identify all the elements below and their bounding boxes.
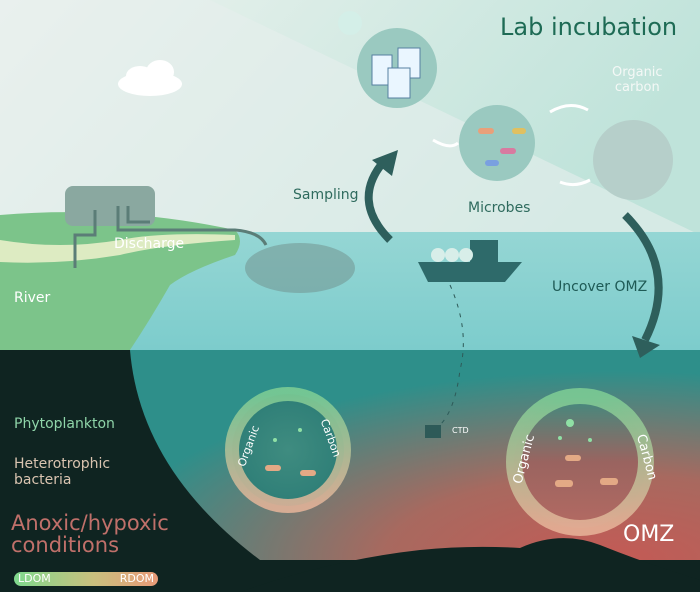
- sample-icon: [338, 11, 362, 35]
- sampling-arrow: [364, 157, 393, 243]
- cycle-circle-right: [514, 396, 646, 528]
- ctd-icon: [425, 425, 441, 438]
- light-beam: [0, 0, 700, 235]
- cycle-circle-left: [232, 394, 344, 506]
- rdom-label: RDOM: [119, 572, 154, 585]
- factory: [65, 186, 155, 226]
- microbes-label: Microbes: [468, 200, 531, 216]
- ctd-label: CTD: [452, 426, 469, 435]
- organic-carbon-circle: [593, 120, 673, 200]
- discharge-plume: [245, 243, 355, 293]
- lab-incubation-title: Lab incubation: [500, 13, 678, 41]
- uncover-omz-label: Uncover OMZ: [552, 279, 648, 295]
- sampling-label: Sampling: [293, 187, 359, 203]
- ldom-label: LDOM: [18, 572, 51, 585]
- river: [0, 234, 235, 263]
- cloud-icon: [118, 60, 182, 96]
- ldom-rdom-gradient-bar: LDOM RDOM: [14, 572, 158, 586]
- microbes-circle: [459, 105, 535, 181]
- seafloor: [240, 538, 700, 592]
- uncover-omz-arrow: [622, 212, 663, 342]
- legend-phytoplankton: Phytoplankton: [14, 416, 115, 432]
- omz-label: OMZ: [623, 522, 675, 547]
- ship-icon: [418, 240, 522, 282]
- river-label: River: [14, 290, 51, 306]
- discharge-label: Discharge: [114, 236, 185, 252]
